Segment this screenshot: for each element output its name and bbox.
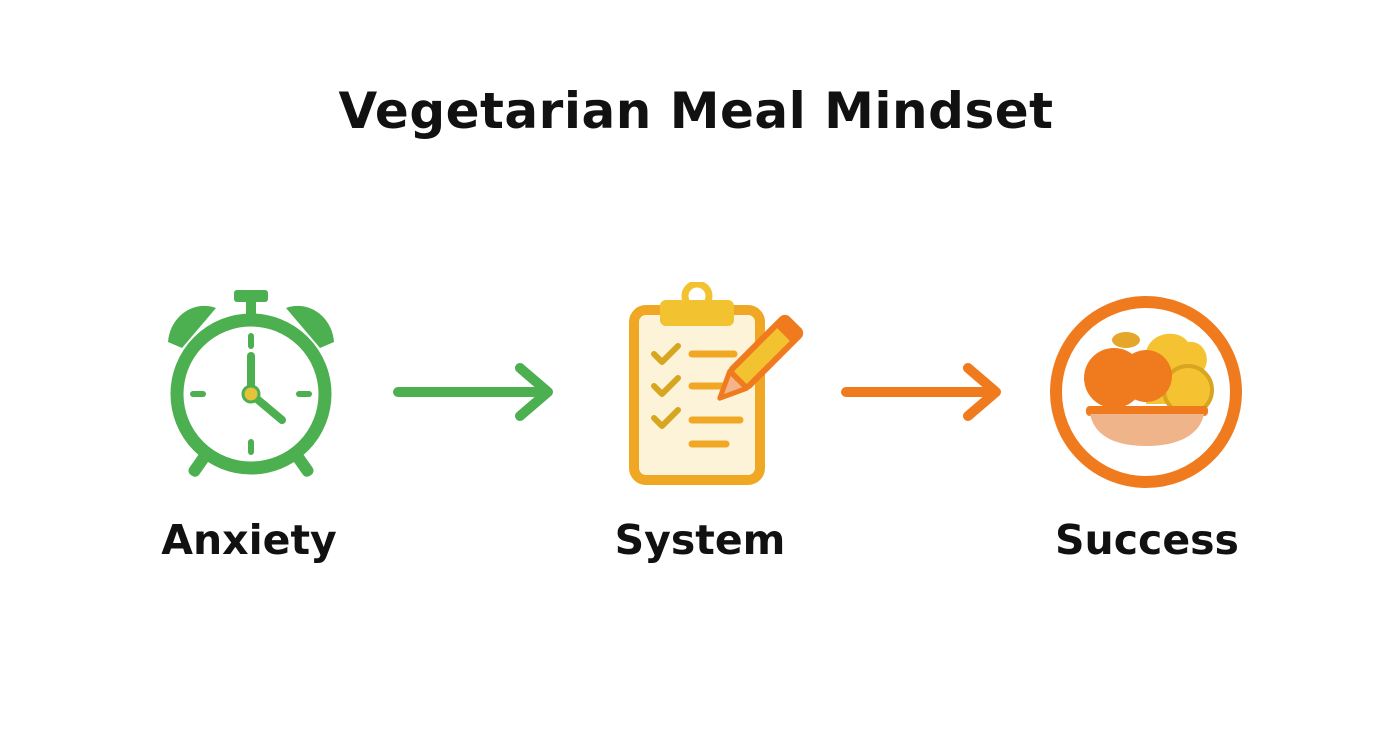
- step-label-system: System: [614, 516, 786, 564]
- step-label-success: Success: [1055, 516, 1239, 564]
- diagram-title: Vegetarian Meal Mindset: [338, 82, 1054, 140]
- step-label-anxiety: Anxiety: [161, 516, 337, 564]
- alarm-clock-icon: [168, 290, 334, 477]
- arrow-right-icon: [841, 363, 1001, 421]
- arrow-right-icon: [393, 363, 553, 421]
- food-bowl-icon: [1050, 296, 1242, 488]
- clipboard-checklist-icon: [629, 282, 804, 485]
